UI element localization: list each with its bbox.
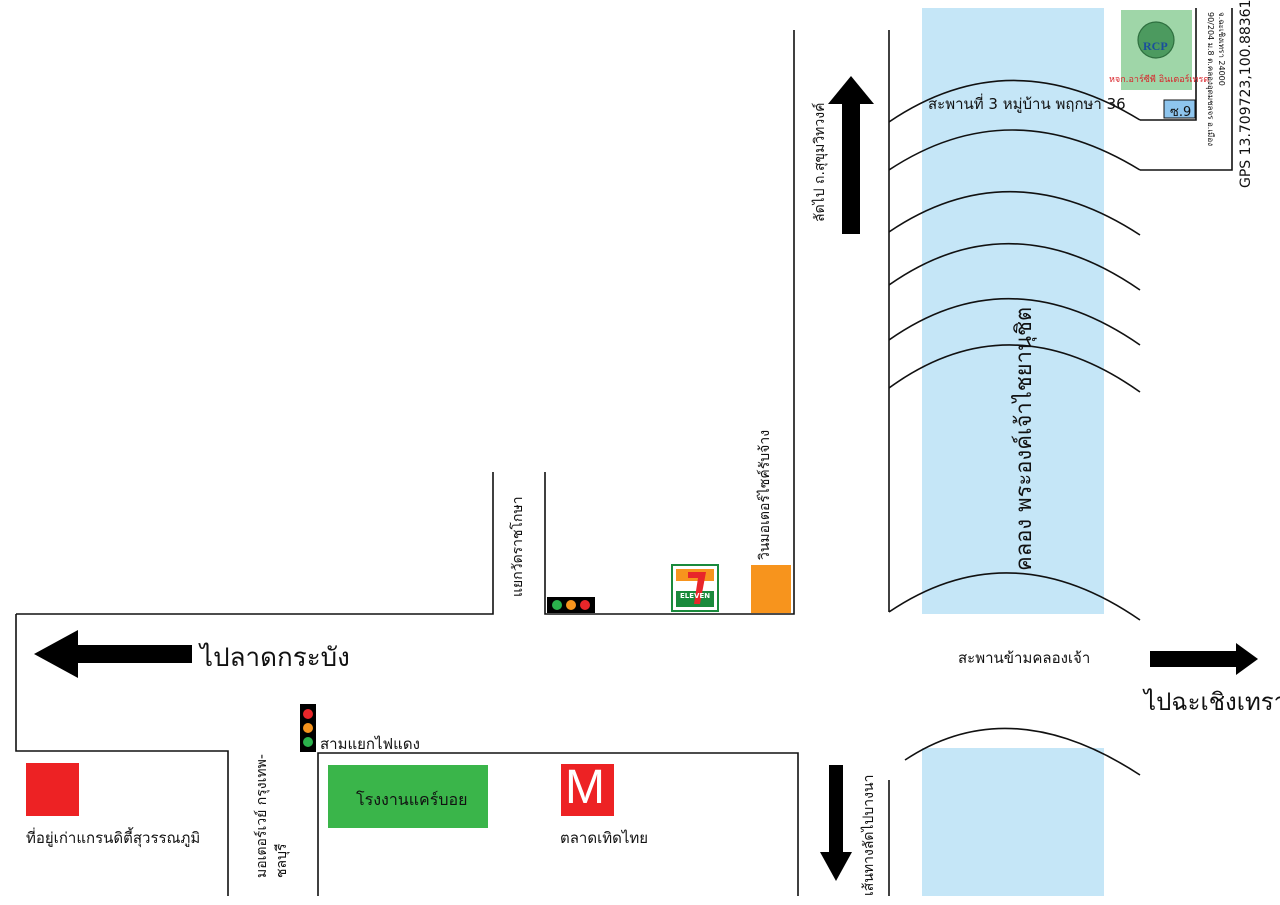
label-motorcycle-taxi: วินมอเตอร์ไซค์รับจ้าง bbox=[757, 429, 773, 560]
factory-marker bbox=[328, 765, 488, 828]
label-canal-name: คลอง พระองค์เจ้าไชยานุชิต bbox=[1012, 306, 1037, 571]
arrow-right-chachoengsao bbox=[1150, 643, 1258, 675]
label-company-address-2: จ.ฉะเชิงเทรา 24000 bbox=[1217, 12, 1226, 86]
motorcycle-taxi-marker bbox=[751, 565, 791, 613]
seven-eleven-logo bbox=[671, 564, 719, 612]
label-village-bridge: สะพานที่ 3 หมู่บ้าน พฤกษา 36 bbox=[928, 95, 1126, 113]
traffic-light-vertical bbox=[300, 704, 316, 752]
label-khlong-chao-bridge: สะพานข้ามคลองเจ้า bbox=[958, 649, 1091, 667]
old-address-marker bbox=[26, 763, 79, 816]
label-motorway: มอเตอร์เวย์ กรุงเทพ-ชลบุรี bbox=[254, 754, 290, 878]
label-factory: โรงงานแคร์บอย bbox=[356, 790, 468, 809]
label-to-chachoengsao: ไปฉะเชิงเทรา bbox=[1144, 688, 1280, 716]
label-sukhumvit-shortcut: ลัดไป ถ.สุขุมวิทวงค์ bbox=[812, 102, 828, 222]
label-market-letter: M bbox=[565, 761, 605, 814]
label-gps: GPS 13.709723,100.88361 bbox=[1238, 0, 1254, 188]
road-lines bbox=[15, 8, 1233, 896]
globe-icon bbox=[1137, 21, 1175, 59]
label-to-lat-krabang: ไปลาดกระบัง bbox=[200, 643, 350, 673]
label-old-address: ที่อยู่เก่าแกรนดิตี้สุวรรณภูมิ bbox=[26, 829, 201, 847]
label-company-name: หจก.อาร์ซีพี อินเตอร์เทรด bbox=[1109, 75, 1210, 85]
label-market: ตลาดเทิดไทย bbox=[560, 829, 649, 847]
arrow-up-sukhumvit bbox=[828, 76, 874, 234]
market-marker bbox=[561, 764, 614, 816]
soi-badge bbox=[1163, 99, 1196, 119]
label-company-logo-text: RCP bbox=[1143, 39, 1168, 53]
label-three-way-light: สามแยกไฟแดง bbox=[320, 735, 420, 753]
label-soi: ซ.9 bbox=[1170, 105, 1192, 120]
arrow-left-lat-krabang bbox=[34, 630, 192, 678]
canal-lower bbox=[922, 748, 1104, 896]
label-seven-eleven-text: ELEVEN bbox=[680, 592, 711, 600]
label-bang-na-shortcut: เส้นทางลัดไปบางนา bbox=[861, 774, 877, 896]
label-wat-ratchakosa: แยกวัดราชโกษา bbox=[510, 496, 526, 597]
arrow-down-bang-na bbox=[820, 765, 852, 881]
traffic-light-horizontal bbox=[547, 597, 595, 613]
